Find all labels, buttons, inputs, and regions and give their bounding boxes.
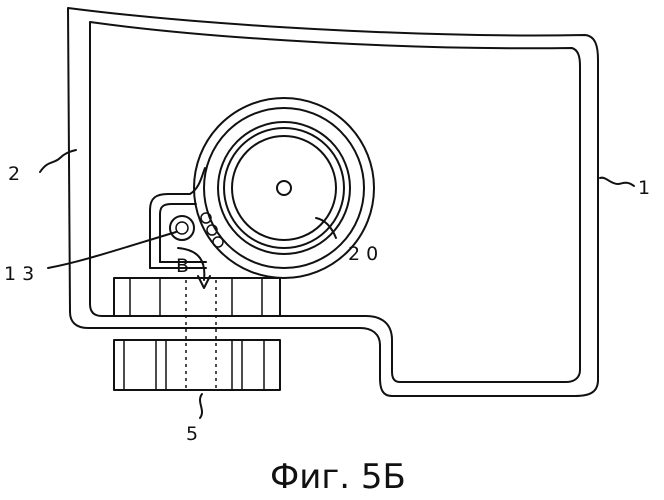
fitting-lower xyxy=(114,340,280,390)
shaft-centerlines xyxy=(186,280,216,388)
housing-body xyxy=(68,8,598,396)
label-part-20: 2 0 xyxy=(348,243,378,265)
label-part-13: 1 3 xyxy=(4,263,34,285)
label-part-2: 2 xyxy=(8,163,20,185)
label-part-5: 5 xyxy=(186,423,198,445)
fitting-upper xyxy=(114,278,280,316)
figure-caption: Фиг. 5Б xyxy=(270,457,406,497)
label-part-1: 1 xyxy=(638,177,650,199)
label-arrow-b: B xyxy=(176,255,189,277)
leader-lines xyxy=(40,150,634,418)
pump-housing xyxy=(150,168,206,268)
roller-20 xyxy=(194,98,374,278)
component-13 xyxy=(170,216,194,240)
